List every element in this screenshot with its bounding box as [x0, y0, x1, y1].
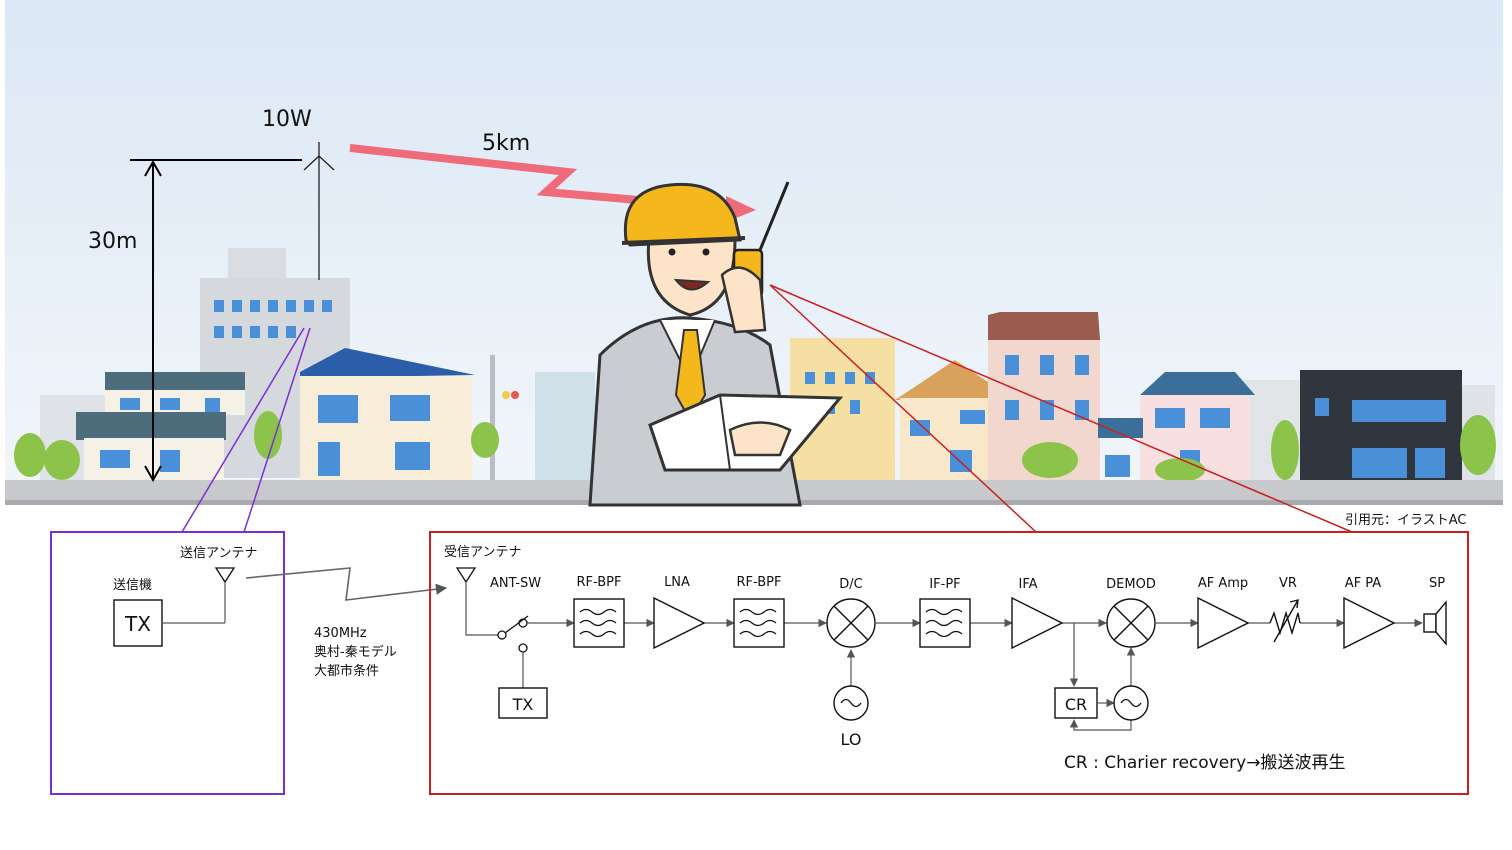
- tx-antenna-label: 送信アンテナ: [180, 546, 257, 561]
- stage-label: AF Amp: [1198, 576, 1248, 591]
- lna-amplifier: [653, 596, 706, 650]
- rx-antenna-icon: [455, 567, 498, 636]
- stage-label: RF-BPF: [577, 575, 622, 590]
- rx-tx-box: [498, 687, 548, 719]
- tx-device-label: 送信機: [113, 578, 152, 593]
- rf-bpf-2-block: [733, 598, 785, 648]
- credit-label: 引用元：イラストAC: [1345, 513, 1466, 528]
- rx-frame: [429, 531, 1469, 795]
- carrier-oscillator: [1113, 685, 1149, 721]
- tx-frame: [50, 531, 285, 795]
- freq-label: 430MHz: [314, 626, 367, 641]
- zoom-lines-tx: [181, 327, 311, 533]
- cr-box: [1054, 687, 1098, 719]
- cr-note: CR : Charier recovery→搬送波再生: [1064, 753, 1345, 773]
- rf-bpf-1-block: [573, 598, 625, 648]
- height-label: 30m: [88, 229, 137, 254]
- speaker-icon: [1423, 600, 1447, 646]
- af-pa-amplifier: [1343, 596, 1396, 650]
- worker-illustration: [588, 181, 844, 507]
- tx-antenna-icon: [214, 567, 236, 623]
- cr-box-label: CR: [1065, 695, 1087, 714]
- ant-switch-icon[interactable]: [497, 615, 529, 688]
- vr-resistor-icon: [1269, 599, 1301, 643]
- antenna-mast: [303, 142, 335, 280]
- stage-label: DEMOD: [1106, 577, 1156, 592]
- lo-oscillator: [833, 685, 869, 721]
- if-pf-block: [919, 598, 971, 648]
- chain-wires: [527, 618, 1423, 731]
- stage-label: IF-PF: [929, 577, 960, 592]
- zoom-lines-rx: [769, 284, 1353, 533]
- stage-label: AF PA: [1345, 576, 1382, 591]
- tx-box-label: TX: [124, 612, 151, 636]
- ant-sw-label: ANT-SW: [490, 576, 541, 591]
- link-arrow: [245, 567, 448, 601]
- distance-label: 5km: [482, 131, 530, 156]
- demod-mixer: [1106, 598, 1156, 648]
- stage-label: IFA: [1018, 577, 1037, 592]
- rx-antenna-label: 受信アンテナ: [444, 545, 521, 560]
- stage-label: D/C: [839, 577, 862, 592]
- stage-label: LNA: [664, 575, 690, 590]
- stage-label: VR: [1279, 576, 1297, 591]
- stage-label: SP: [1429, 576, 1445, 591]
- rx-tx-box-label: TX: [512, 695, 534, 714]
- ifa-amplifier: [1011, 596, 1064, 650]
- lo-label: LO: [841, 730, 862, 749]
- stage-labels: RF-BPF LNA RF-BPF D/C IF-PF IFA DEMOD AF…: [577, 575, 1446, 592]
- af-amp-amplifier: [1197, 596, 1250, 650]
- condition-label: 大都市条件: [314, 663, 379, 679]
- height-dimension: [130, 159, 302, 483]
- stage-label: RF-BPF: [737, 575, 782, 590]
- dc-mixer: [826, 598, 876, 648]
- power-label: 10W: [262, 107, 312, 132]
- model-label: 奥村-秦モデル: [314, 644, 397, 660]
